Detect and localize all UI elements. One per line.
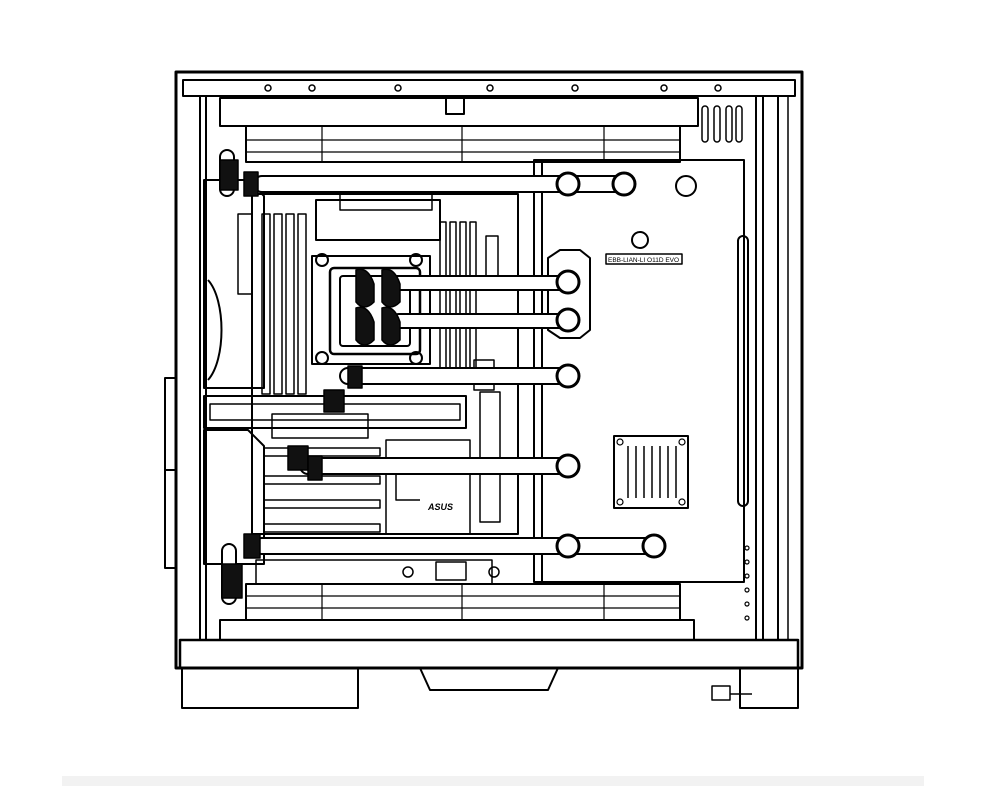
distribution-plate <box>547 175 697 339</box>
pump-heatsink <box>613 435 689 509</box>
brand-logo: ASUS <box>427 502 453 512</box>
top-radiator <box>219 97 699 163</box>
tube-gpu <box>299 457 573 475</box>
ram-slots <box>261 213 477 395</box>
case-feet <box>181 667 799 709</box>
distro-ports <box>555 171 667 559</box>
footer-strip <box>62 776 924 786</box>
psu-shroud <box>203 179 265 565</box>
distro-plate-label: EBB-LIAN-LI O11D EVO <box>608 257 679 264</box>
tube-cpu-upper <box>391 275 569 291</box>
tube-bottom <box>253 537 661 555</box>
tube-cpu-lower <box>391 313 569 329</box>
top-screw-holes <box>264 84 722 92</box>
cpu-waterblock <box>315 253 423 365</box>
coolant-tubes <box>219 149 661 605</box>
bottom-radiator <box>219 583 695 641</box>
side-screw-holes <box>744 545 750 621</box>
tube-middle <box>339 367 573 385</box>
motherboard <box>251 193 519 585</box>
fittings <box>219 159 401 599</box>
top-right-vents <box>701 105 743 143</box>
